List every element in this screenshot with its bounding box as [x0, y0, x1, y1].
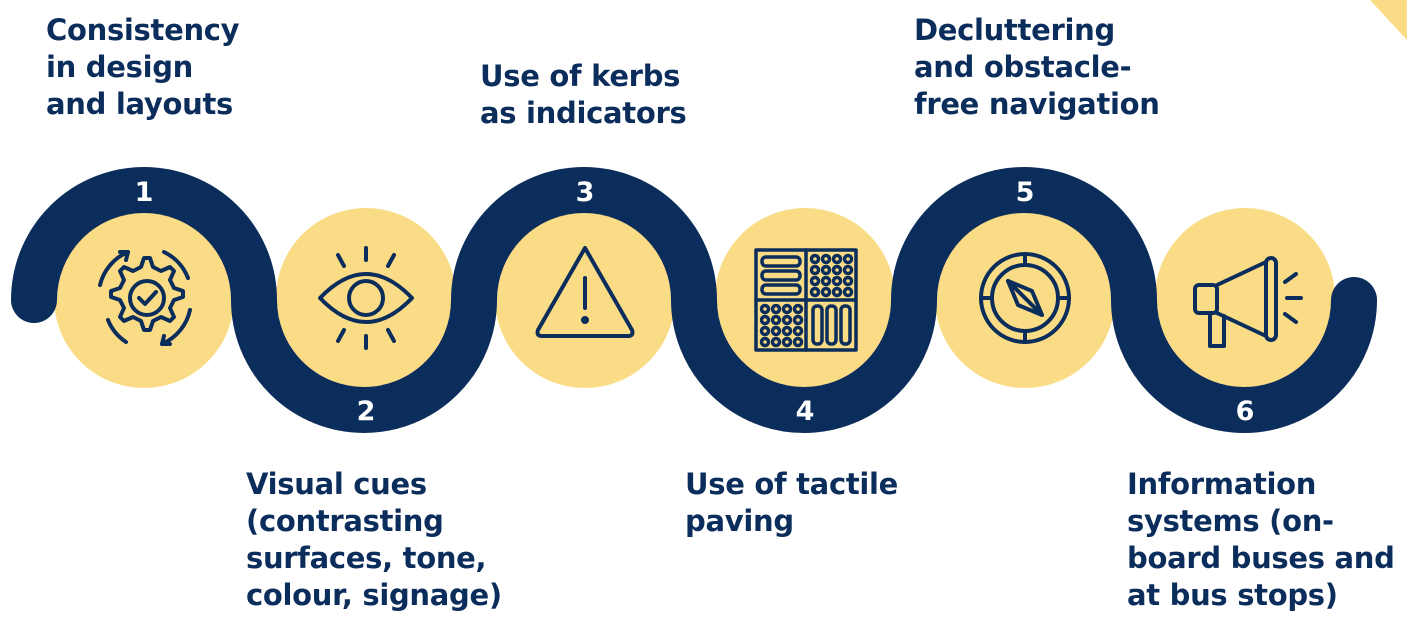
megaphone-icon — [1193, 256, 1303, 348]
step-5-number: 5 — [1016, 177, 1035, 208]
step-2-label: Visual cues (contrasting surfaces, tone,… — [246, 467, 502, 612]
step-4-number: 4 — [796, 396, 815, 427]
step-4-label: Use of tactile paving — [685, 467, 899, 538]
step-1-circle — [54, 208, 234, 388]
tactile-paving-icon — [754, 248, 858, 352]
step-1-number: 1 — [135, 177, 154, 208]
step-2-number: 2 — [357, 396, 376, 427]
step-6-circle — [1155, 208, 1335, 388]
warning-triangle-icon — [535, 246, 635, 338]
step-1-label: Consistency in design and layouts — [46, 13, 240, 121]
step-3-label: Use of kerbs as indicators — [480, 59, 687, 130]
step-6-number: 6 — [1236, 396, 1255, 427]
step-3-number: 3 — [576, 177, 595, 208]
eye-icon — [318, 246, 414, 350]
wave-band — [11, 167, 1377, 433]
compass-icon — [979, 252, 1071, 344]
step-5-label: Decluttering and obstacle- free navigati… — [914, 13, 1160, 121]
step-2-circle — [276, 208, 456, 388]
step-6-label: Information systems (on- board buses and… — [1127, 467, 1395, 612]
gear-check-icon — [98, 250, 192, 346]
